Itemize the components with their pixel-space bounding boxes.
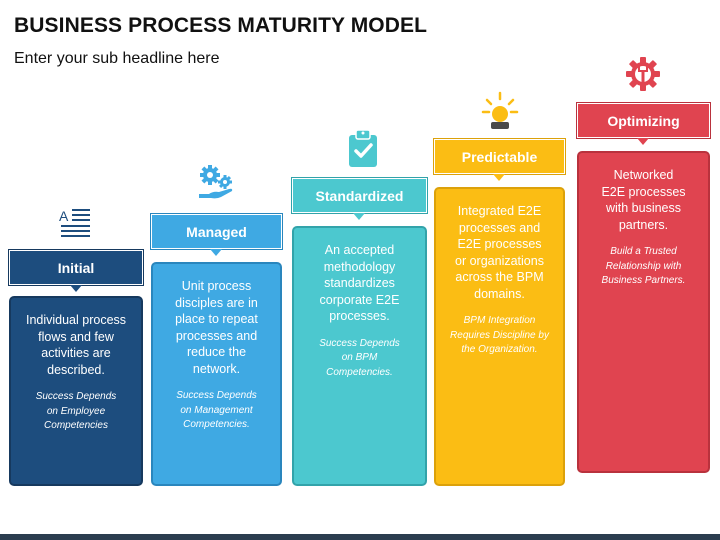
stage-label-text: Optimizing [607, 112, 680, 129]
gear-wrench-icon [626, 57, 660, 91]
clipboard-check-icon [349, 129, 377, 167]
stage-pointer [637, 138, 649, 145]
stage-pointer [493, 174, 505, 181]
stage-label-optimizing: Optimizing [577, 103, 710, 138]
stage-note: BPM Integration Requires Discipline by t… [450, 315, 549, 355]
stage-label-predictable: Predictable [434, 139, 565, 174]
stage-note: Success Depends on Employee Competencies [35, 391, 117, 431]
stage-pointer [70, 285, 82, 292]
stage-description: Integrated E2E processes and E2E process… [455, 204, 544, 301]
page-subtitle: Enter your sub headline here [14, 50, 220, 67]
stage-label-text: Standardized [315, 187, 404, 204]
stage-pointer [210, 249, 222, 256]
stage-card-managed: Unit process disciples are in place to r… [151, 262, 282, 486]
stage-description: Networked E2E processes with business pa… [601, 168, 686, 232]
text-align-icon: A [59, 208, 90, 237]
stage-card-initial: Individual process flows and few activit… [9, 296, 143, 486]
stage-pointer [353, 213, 365, 220]
stage-label-text: Initial [57, 259, 95, 276]
stage-label-text: Predictable [461, 148, 538, 165]
stage-label-standardized: Standardized [292, 178, 427, 213]
stage-note: Build a Trusted Relationship with Busine… [601, 246, 686, 286]
svg-text:A: A [59, 208, 69, 224]
page-title: BUSINESS PROCESS MATURITY MODEL [14, 14, 428, 37]
stage-card-optimizing: Networked E2E processes with business pa… [577, 151, 710, 473]
gears-hand-icon [199, 165, 233, 199]
stage-card-standardized: An accepted methodology standardizes cor… [292, 226, 427, 486]
bottom-bar [0, 534, 720, 540]
stage-note: Success Depends on BPM Competencies. [319, 337, 400, 378]
stage-description: An accepted methodology standardizes cor… [319, 243, 400, 323]
stage-card-predictable: Integrated E2E processes and E2E process… [434, 187, 565, 486]
stage-label-managed: Managed [151, 214, 282, 249]
stage-note: Success Depends on Management Competenci… [176, 390, 257, 430]
stage-description: Unit process disciples are in place to r… [175, 279, 258, 376]
sun-idea-icon [481, 91, 519, 129]
stage-description: Individual process flows and few activit… [25, 313, 127, 377]
stage-label-initial: Initial [9, 250, 143, 285]
stage-label-text: Managed [186, 223, 247, 240]
